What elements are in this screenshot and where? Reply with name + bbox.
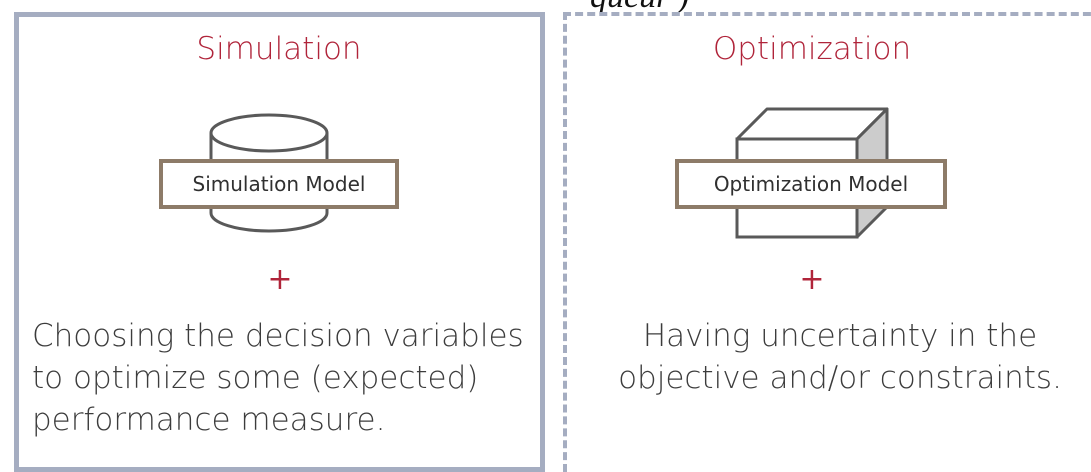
optimization-panel (563, 12, 1091, 472)
simulation-description-line: Choosing the decision variables (32, 318, 524, 354)
optimization-model-label: Optimization Model (675, 159, 947, 209)
optimization-description-line: Having uncertainty in the (642, 318, 1038, 354)
simulation-title: Simulation (196, 31, 362, 67)
simulation-plus: + (267, 262, 293, 297)
simulation-model-label: Simulation Model (159, 159, 399, 209)
optimization-description: Having uncertainty in the objective and/… (605, 315, 1075, 399)
optimization-description-line: objective and/or constraints. (618, 360, 1062, 396)
simulation-description-line: to optimize some (expected) (32, 360, 479, 396)
optimization-plus: + (799, 262, 825, 297)
top-cropped-caption: queur ) (590, 0, 689, 16)
simulation-description: Choosing the decision variables to optim… (32, 315, 524, 441)
simulation-description-line: performance measure. (32, 402, 386, 438)
optimization-title: Optimization (712, 31, 912, 67)
